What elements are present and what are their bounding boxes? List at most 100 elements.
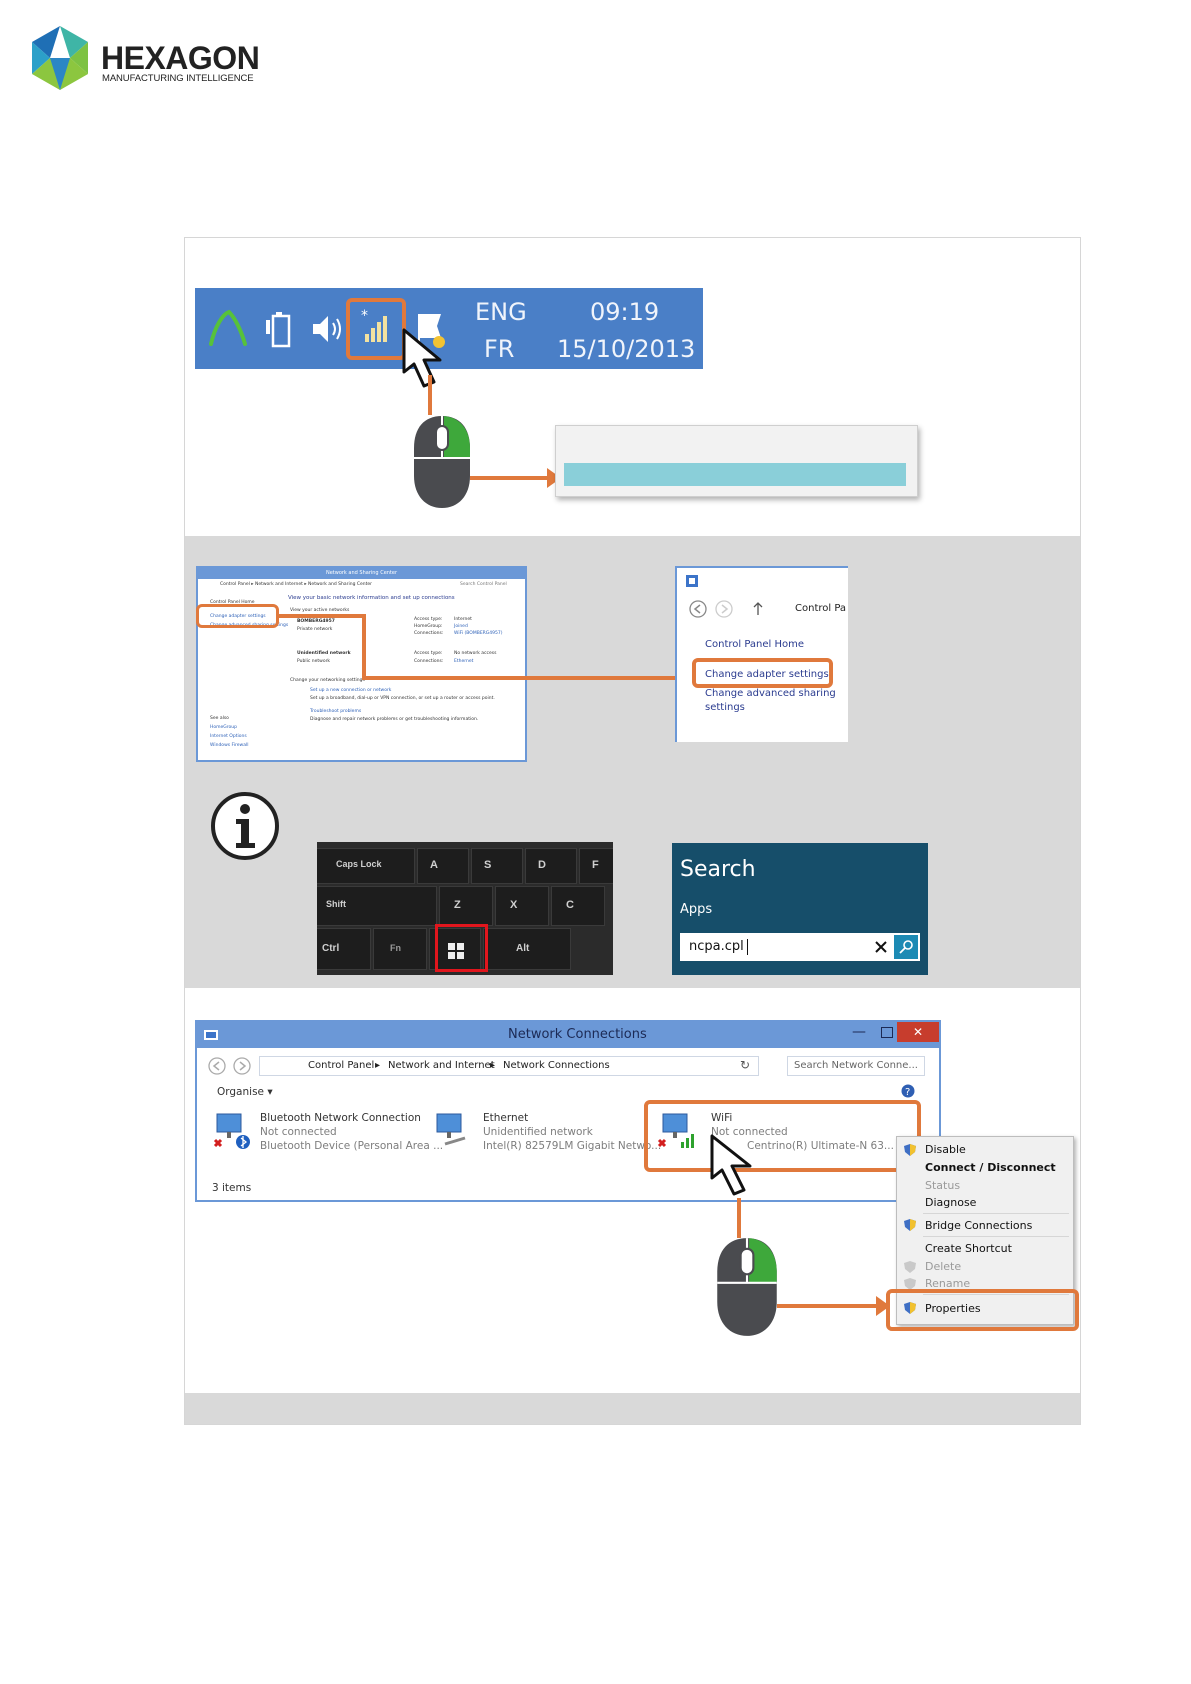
sidebar-item-change-adapter[interactable]: Change adapter settings xyxy=(210,614,266,619)
svg-text:*: * xyxy=(361,308,368,324)
forward-arrow-icon[interactable] xyxy=(715,600,733,618)
wifi-connection-status: Not connected xyxy=(711,1126,788,1138)
back-arrow-icon[interactable] xyxy=(208,1057,226,1075)
ethernet-connection-status: Unidentified network xyxy=(483,1126,593,1138)
clear-icon[interactable] xyxy=(874,940,888,954)
menu-item-create-shortcut[interactable]: Create Shortcut xyxy=(925,1242,1012,1255)
net2-connection[interactable]: Ethernet xyxy=(454,659,474,664)
battery-icon[interactable] xyxy=(265,310,295,350)
shield-icon xyxy=(904,1261,916,1273)
net1-homegroup[interactable]: Joined xyxy=(454,624,468,629)
search-input[interactable]: Search Control Panel xyxy=(460,582,507,587)
address-bar[interactable]: Control Panel ▸ Network and Internet ▸ N… xyxy=(259,1056,759,1076)
network2-name: Unidentified network xyxy=(297,651,351,656)
window-titlebar: Network and Sharing Center xyxy=(198,568,525,579)
search-input[interactable]: Search Network Conne... xyxy=(787,1056,925,1076)
connector-line xyxy=(362,614,366,678)
key-a: A xyxy=(417,848,469,884)
bluetooth-connection-name[interactable]: Bluetooth Network Connection xyxy=(260,1112,421,1124)
breadcrumb[interactable]: Control Panel ▸ Network and Internet ▸ N… xyxy=(220,582,373,587)
network-sharing-center-window: Network and Sharing Center Control Panel… xyxy=(196,566,527,762)
ethernet-connection-icon[interactable] xyxy=(431,1110,471,1150)
search-input[interactable]: ncpa.cpl xyxy=(680,933,920,961)
change-adapter-zoom-highlight xyxy=(692,658,833,688)
breadcrumb-network-connections[interactable]: Network Connections xyxy=(503,1060,610,1071)
leaf-tray-icon[interactable] xyxy=(209,308,247,348)
menu-item-bridge[interactable]: Bridge Connections xyxy=(925,1219,1033,1232)
minimize-button[interactable]: — xyxy=(852,1024,866,1040)
connector-line xyxy=(362,676,678,680)
search-placeholder: Search Network Conne... xyxy=(794,1060,918,1071)
wifi-connection-icon[interactable] xyxy=(657,1110,701,1150)
highlighted-menu-item[interactable] xyxy=(564,463,906,486)
menu-item-connect-disconnect[interactable]: Connect / Disconnect xyxy=(925,1161,1056,1174)
refresh-icon[interactable]: ↻ xyxy=(740,1058,751,1072)
troubleshoot-link[interactable]: Troubleshoot problems xyxy=(310,709,362,714)
info-icon xyxy=(211,792,279,860)
search-scope[interactable]: Apps xyxy=(680,902,713,917)
ethernet-connection-name[interactable]: Ethernet xyxy=(483,1112,529,1124)
see-also-title: See also xyxy=(210,716,229,721)
menu-item-disable[interactable]: Disable xyxy=(925,1143,966,1156)
see-also-homegroup[interactable]: HomeGroup xyxy=(210,725,237,730)
change-adapter-settings-link[interactable]: Change adapter settings xyxy=(705,669,829,680)
back-arrow-icon[interactable] xyxy=(689,600,707,618)
menu-item-properties[interactable]: Properties xyxy=(925,1302,981,1315)
change-settings-title: Change your networking settings xyxy=(290,678,365,683)
menu-item-status[interactable]: Status xyxy=(925,1179,961,1192)
search-button[interactable] xyxy=(894,935,918,959)
net2-access: No network access xyxy=(454,651,497,656)
network1-type: Private network xyxy=(297,627,333,632)
window-title: Network Connections xyxy=(508,1027,647,1042)
clock-time[interactable]: 09:19 xyxy=(590,298,660,326)
organise-menu[interactable]: Organise ▾ xyxy=(217,1086,273,1098)
menu-item-rename[interactable]: Rename xyxy=(925,1277,971,1290)
volume-icon[interactable] xyxy=(311,312,345,346)
menu-item-delete[interactable]: Delete xyxy=(925,1260,962,1273)
hexagon-logo-icon xyxy=(32,26,88,90)
see-also-firewall[interactable]: Windows Firewall xyxy=(210,743,249,748)
shield-icon xyxy=(904,1219,916,1231)
control-panel-home-link[interactable]: Control Panel Home xyxy=(705,639,805,650)
clock-date[interactable]: 15/10/2013 xyxy=(557,335,696,363)
help-icon[interactable]: ? xyxy=(901,1084,915,1098)
change-sharing-settings-link-line2[interactable]: settings xyxy=(705,702,745,713)
homegroup-label: HomeGroup: xyxy=(414,624,443,629)
language-top[interactable]: ENG xyxy=(475,298,527,326)
bluetooth-connection-device: Bluetooth Device (Personal Area ... xyxy=(260,1140,444,1152)
change-sharing-settings-link[interactable]: Change advanced sharing xyxy=(705,688,836,699)
maximize-button[interactable] xyxy=(881,1027,893,1038)
access-type-label: Access type: xyxy=(414,617,443,622)
bluetooth-connection-icon[interactable] xyxy=(211,1110,251,1150)
wifi-connection-name[interactable]: WiFi xyxy=(711,1112,733,1124)
windows-key-highlight xyxy=(435,924,488,972)
properties-highlight xyxy=(886,1289,1079,1331)
connector-line xyxy=(428,375,432,415)
sidebar-item-home[interactable]: Control Panel Home xyxy=(210,600,255,605)
network-signal-icon[interactable]: * xyxy=(359,306,393,346)
setup-connection-desc: Set up a broadband, dial-up or VPN conne… xyxy=(310,696,495,701)
setup-connection-link[interactable]: Set up a new connection or network xyxy=(310,688,392,693)
breadcrumb[interactable]: Control Pa xyxy=(795,603,847,614)
change-adapter-highlight xyxy=(196,604,279,628)
key-x: X xyxy=(495,886,549,926)
net1-connection[interactable]: WiFi (BOMBERG4957) xyxy=(454,631,503,636)
menu-item-diagnose[interactable]: Diagnose xyxy=(925,1196,977,1209)
connector-line xyxy=(737,1198,741,1238)
key-shift: Shift xyxy=(317,886,437,926)
forward-arrow-icon[interactable] xyxy=(233,1057,251,1075)
network-icon-highlight xyxy=(346,298,406,360)
search-icon xyxy=(899,940,913,954)
up-arrow-icon[interactable] xyxy=(753,602,763,616)
menu-separator xyxy=(923,1294,1069,1295)
key-ctrl: Ctrl xyxy=(317,928,371,970)
breadcrumb-network-internet[interactable]: Network and Internet xyxy=(388,1060,495,1071)
menu-separator xyxy=(923,1213,1069,1214)
breadcrumb-control-panel[interactable]: Control Panel xyxy=(308,1060,375,1071)
language-bottom[interactable]: FR xyxy=(484,335,515,363)
keyboard-photo: Caps Lock A S D F Shift Z X C Ctrl Fn Al… xyxy=(317,842,613,975)
troubleshoot-desc: Diagnose and repair network problems or … xyxy=(310,717,479,722)
action-center-flag-icon[interactable] xyxy=(415,310,449,350)
close-button[interactable]: ✕ xyxy=(897,1022,939,1042)
see-also-internet-options[interactable]: Internet Options xyxy=(210,734,247,739)
